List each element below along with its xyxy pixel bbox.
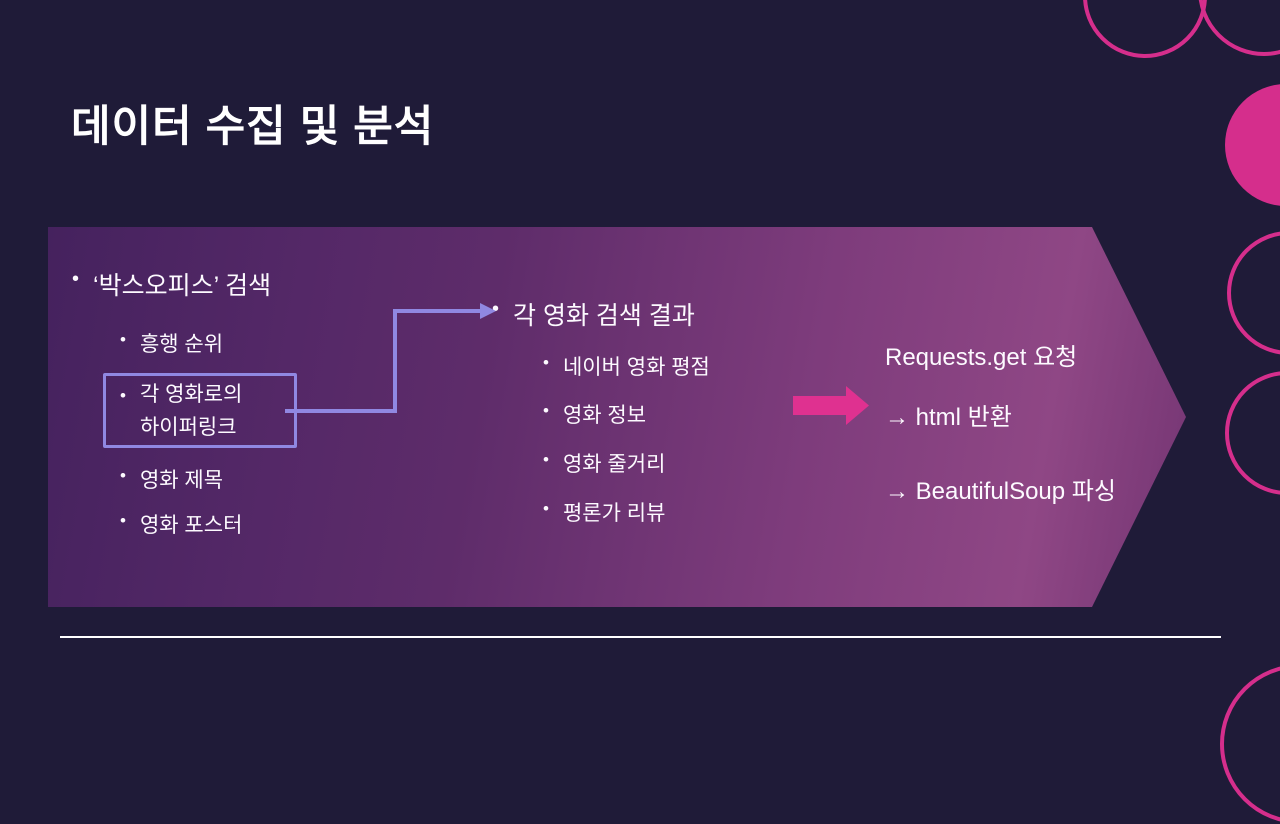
result-item-info: 영화 정보 xyxy=(562,404,647,427)
bullet-icon: • xyxy=(543,450,549,469)
page-title: 데이터 수집 및 분석 xyxy=(71,103,435,151)
hyperlink-line-2: 하이퍼링크 xyxy=(139,415,237,439)
decorative-circle xyxy=(1198,0,1280,56)
result-item-row: • 네이버 영화 평점 xyxy=(543,351,710,381)
process-line-beautifulsoup: → BeautifulSoup 파싱 xyxy=(885,478,1116,505)
result-item-row: • 평론가 리뷰 xyxy=(543,497,665,527)
bullet-icon: • xyxy=(120,386,126,405)
footer-divider xyxy=(60,636,1221,638)
source-item-poster-row: • 영화 포스터 xyxy=(120,509,242,539)
source-item-movie-title: 영화 제목 xyxy=(139,469,224,492)
source-heading: ‘박스오피스’ 검색 xyxy=(93,272,272,300)
process-line-html: → html 반환 xyxy=(885,404,1012,431)
bullet-icon: • xyxy=(543,499,549,518)
source-item-hyperlink: 각 영화로의 하이퍼링크 xyxy=(140,378,242,444)
source-item-rank: 흥행 순위 xyxy=(139,333,224,356)
bullet-icon: • xyxy=(72,268,80,290)
elbow-connector-arrow xyxy=(285,303,496,413)
result-item-rating: 네이버 영화 평점 xyxy=(562,356,710,379)
bullet-icon: • xyxy=(492,298,500,320)
decorative-circle xyxy=(1220,664,1280,824)
right-block-arrow-icon xyxy=(793,386,869,425)
bullet-icon: • xyxy=(120,466,126,485)
bullet-icon: • xyxy=(543,353,549,372)
decorative-circle-filled xyxy=(1225,84,1280,206)
hyperlink-highlight-box: • 각 영화로의 하이퍼링크 xyxy=(103,373,297,448)
result-item-plot: 영화 줄거리 xyxy=(562,453,666,476)
source-item-title-row: • 영화 제목 xyxy=(120,464,223,494)
bullet-icon: • xyxy=(543,401,549,420)
result-heading: 각 영화 검색 결과 xyxy=(513,302,695,330)
decorative-circle xyxy=(1225,371,1280,495)
bullet-icon: • xyxy=(120,511,126,530)
source-item-rank-row: • 흥행 순위 xyxy=(120,328,223,358)
result-heading-row: • 각 영화 검색 결과 xyxy=(492,296,695,332)
source-item-movie-poster: 영화 포스터 xyxy=(139,514,243,537)
result-item-review: 평론가 리뷰 xyxy=(562,502,666,525)
source-heading-row: • ‘박스오피스’ 검색 xyxy=(72,266,271,302)
bullet-icon: • xyxy=(120,330,126,349)
connector-arrowhead-icon xyxy=(480,303,496,319)
hyperlink-line-1: 각 영화로의 xyxy=(139,382,243,406)
process-chevron-shape: • ‘박스오피스’ 검색 • 흥행 순위 • 각 영화로의 하이퍼링크 • 영화… xyxy=(48,227,1186,607)
result-item-row: • 영화 줄거리 xyxy=(543,448,665,478)
result-item-row: • 영화 정보 xyxy=(543,399,646,429)
decorative-circle xyxy=(1227,231,1280,355)
process-line-requests: Requests.get 요청 xyxy=(885,344,1078,371)
decorative-circle xyxy=(1083,0,1207,58)
